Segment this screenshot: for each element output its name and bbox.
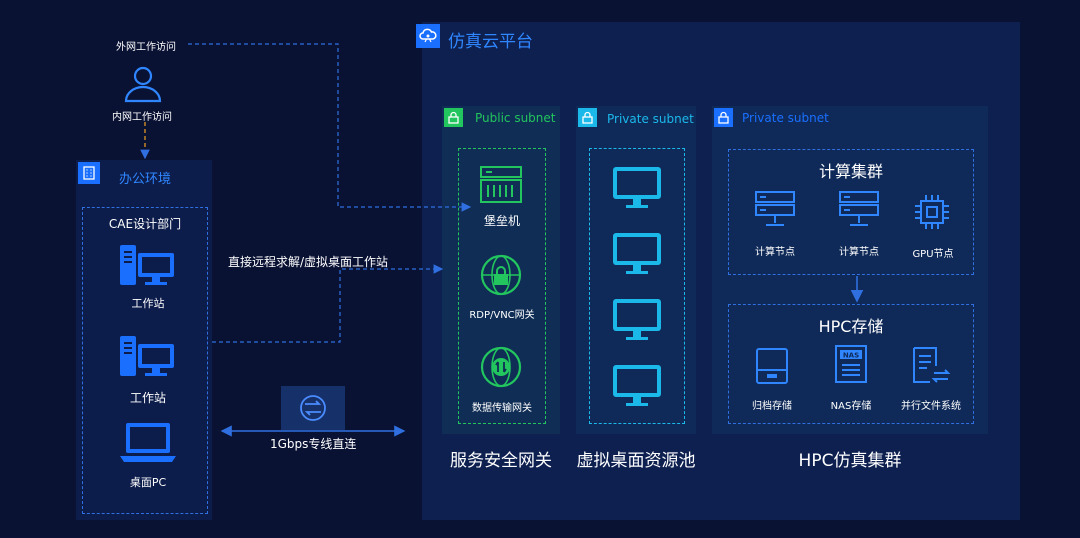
chip-icon bbox=[912, 192, 952, 232]
laptop-label: 桌面PC bbox=[129, 476, 167, 489]
cae-department-box bbox=[82, 207, 208, 514]
nas-icon: NAS bbox=[833, 343, 869, 385]
monitor-icon bbox=[612, 232, 662, 276]
gpu-node-label: GPU节点 bbox=[912, 249, 954, 260]
dedicated-line-icon bbox=[281, 386, 345, 430]
hpc-storage-box bbox=[728, 304, 974, 424]
server-rack-icon bbox=[478, 164, 524, 206]
private-subnet-1-box bbox=[589, 148, 685, 424]
public-subnet-label: Public subnet bbox=[475, 111, 556, 125]
hpc-storage-title: HPC存储 bbox=[818, 317, 884, 336]
dedicated-line-label: 1Gbps专线直连 bbox=[270, 437, 357, 451]
rdp-vnc-gateway-label: RDP/VNC网关 bbox=[469, 310, 535, 321]
nas-storage-label: NAS存储 bbox=[830, 401, 872, 412]
parallel-fs-label: 并行文件系统 bbox=[901, 401, 961, 412]
user-icon bbox=[122, 65, 164, 103]
virtual-desktop-pool-caption: 虚拟桌面资源池 bbox=[576, 451, 696, 471]
globe-transfer-icon bbox=[480, 346, 522, 388]
workstation-label: 工作站 bbox=[131, 297, 165, 310]
cloud-platform-title: 仿真云平台 bbox=[448, 32, 533, 52]
workstation-label: 工作站 bbox=[129, 391, 166, 405]
hpc-cluster-caption: HPC仿真集群 bbox=[798, 451, 902, 471]
public-subnet-panel bbox=[442, 106, 560, 434]
remote-access-label: 直接远程求解/虚拟桌面工作站 bbox=[228, 255, 389, 269]
wan-access-label: 外网工作访问 bbox=[116, 42, 176, 53]
monitor-icon bbox=[612, 364, 662, 408]
monitor-icon bbox=[612, 298, 662, 342]
compute-node-label: 计算节点 bbox=[755, 247, 795, 258]
monitor-icon bbox=[612, 166, 662, 210]
office-title: 办公环境 bbox=[119, 172, 172, 187]
public-subnet-box bbox=[458, 148, 546, 424]
lock-icon bbox=[578, 108, 597, 127]
file-system-icon bbox=[910, 345, 952, 387]
remote-access-line bbox=[212, 264, 444, 343]
compute-node-label: 计算节点 bbox=[839, 247, 879, 258]
data-transfer-gateway-label: 数据传输网关 bbox=[472, 403, 532, 414]
workstation-icon bbox=[118, 334, 178, 382]
svg-text:NAS: NAS bbox=[843, 352, 859, 360]
archive-icon bbox=[754, 346, 790, 386]
globe-lock-icon bbox=[480, 254, 522, 296]
lock-icon bbox=[714, 108, 733, 127]
cloud-icon bbox=[416, 24, 440, 48]
server-node-icon bbox=[838, 190, 880, 230]
bastion-label: 堡垒机 bbox=[483, 214, 520, 228]
server-node-icon bbox=[754, 190, 796, 230]
security-gateway-caption: 服务安全网关 bbox=[450, 451, 552, 471]
compute-cluster-box bbox=[728, 149, 974, 275]
compute-cluster-title: 计算集群 bbox=[818, 162, 883, 181]
building-icon bbox=[78, 162, 100, 184]
workstation-icon bbox=[118, 243, 178, 291]
cae-department-title: CAE设计部门 bbox=[108, 217, 182, 231]
private-subnet-1-label: Private subnet bbox=[607, 112, 694, 126]
laptop-icon bbox=[118, 421, 178, 465]
lock-icon bbox=[444, 108, 463, 127]
archive-storage-label: 归档存储 bbox=[752, 401, 792, 412]
private-subnet-2-label: Private subnet bbox=[742, 111, 829, 125]
wan-access-line bbox=[188, 43, 472, 212]
lan-access-label: 内网工作访问 bbox=[112, 112, 172, 123]
